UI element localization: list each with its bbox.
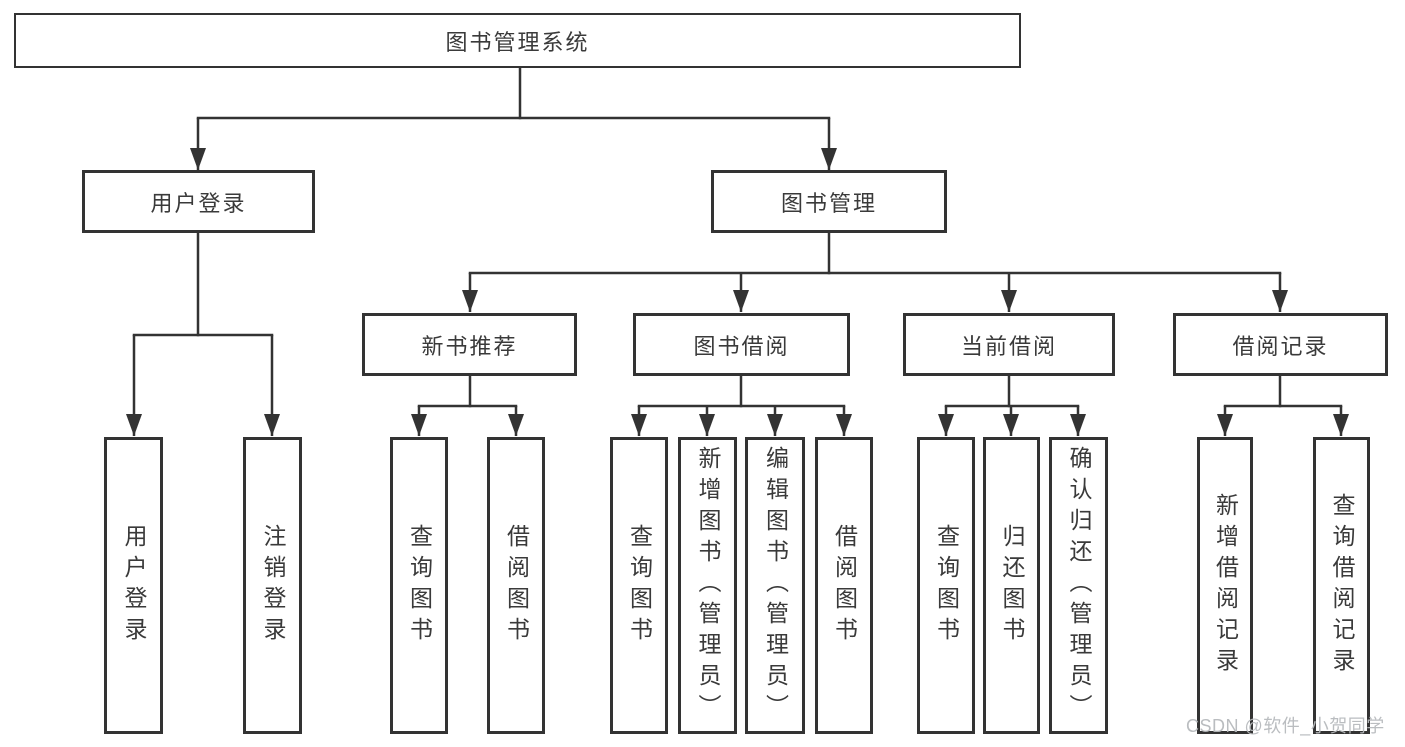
- leaf-query-books-recommend: 查询图书: [390, 437, 448, 734]
- leaf-query-books-borrow: 查询图书: [610, 437, 668, 734]
- tree-arrows: [126, 118, 1349, 436]
- leaf-query-borrow-record: 查询借阅记录: [1313, 437, 1370, 734]
- leaf-borrow-books-recommend: 借阅图书: [487, 437, 545, 734]
- leaf-add-book-admin: 新增图书（管理员）: [678, 437, 737, 734]
- node-book-borrowing: 图书借阅: [633, 313, 850, 376]
- leaf-query-books-current: 查询图书: [917, 437, 975, 734]
- node-borrowing-records: 借阅记录: [1173, 313, 1388, 376]
- leaf-return-book: 归还图书: [983, 437, 1040, 734]
- leaf-user-login: 用户登录: [104, 437, 163, 734]
- csdn-watermark: CSDN @软件_小贺同学: [1186, 716, 1385, 736]
- tree-edges: [132, 66, 1343, 408]
- node-new-book-recommendation: 新书推荐: [362, 313, 577, 376]
- leaf-edit-book-admin: 编辑图书（管理员）: [745, 437, 805, 734]
- node-book-management: 图书管理: [711, 170, 947, 233]
- leaf-logout: 注销登录: [243, 437, 302, 734]
- node-user-login: 用户登录: [82, 170, 315, 233]
- node-current-borrowing: 当前借阅: [903, 313, 1115, 376]
- leaf-borrow-books: 借阅图书: [815, 437, 873, 734]
- node-library-management-system: 图书管理系统: [14, 13, 1021, 68]
- leaf-confirm-return-admin: 确认归还（管理员）: [1049, 437, 1108, 734]
- leaf-add-borrow-record: 新增借阅记录: [1197, 437, 1253, 734]
